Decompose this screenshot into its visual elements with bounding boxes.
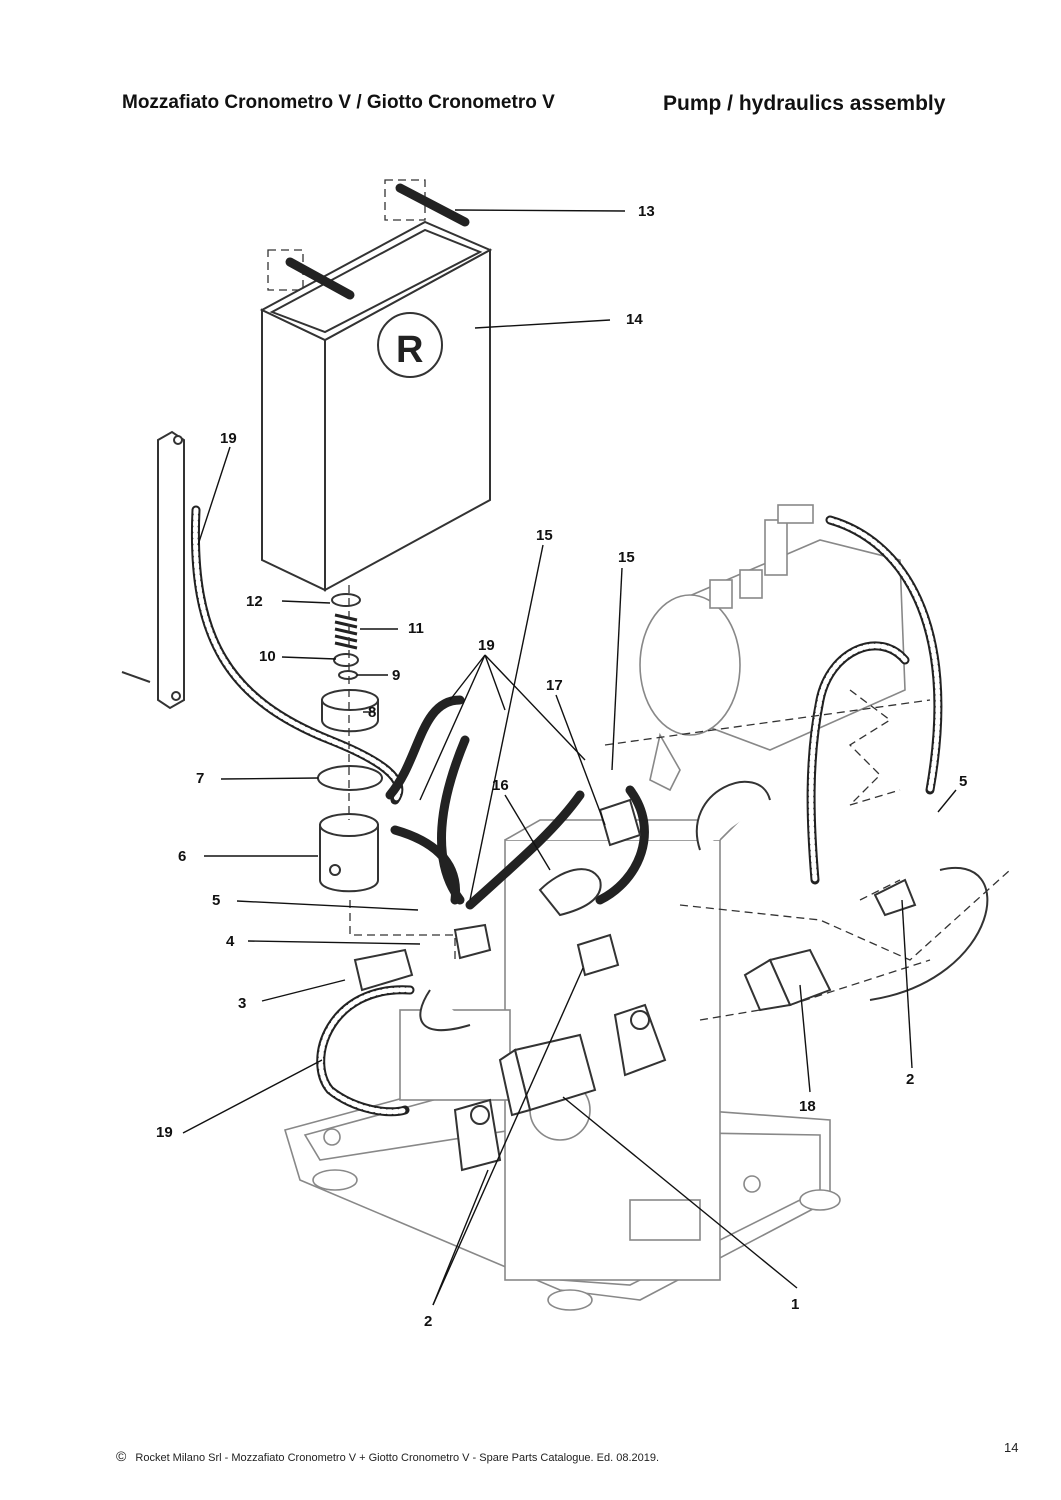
callout-13: 13 (638, 203, 655, 220)
callout-4: 4 (226, 933, 235, 950)
section-title: Pump / hydraulics assembly (663, 92, 946, 115)
hoses (190, 505, 989, 1117)
callout-15-left: 15 (536, 527, 553, 544)
callouts: 13 14 19 15 15 12 11 10 9 8 19 17 7 16 5 (156, 203, 967, 1330)
callout-5-left: 5 (212, 892, 220, 909)
callout-12: 12 (246, 593, 263, 610)
callout-17: 17 (546, 677, 563, 694)
callout-2-right: 2 (906, 1071, 914, 1088)
footer-copyright: © Rocket Milano Srl - Mozzafiato Cronome… (116, 1448, 659, 1464)
svg-text:R: R (396, 329, 423, 371)
callout-14: 14 (626, 311, 643, 328)
callout-16: 16 (492, 777, 509, 794)
callout-10: 10 (259, 648, 276, 665)
callout-6: 6 (178, 848, 186, 865)
page-number: 14 (1004, 1440, 1019, 1455)
document-model-title: Mozzafiato Cronometro V / Giotto Cronome… (122, 92, 555, 113)
callout-3: 3 (238, 995, 246, 1012)
callout-8: 8 (368, 704, 376, 721)
footer-text: Rocket Milano Srl - Mozzafiato Cronometr… (135, 1452, 660, 1464)
callout-5-right: 5 (959, 773, 967, 790)
machine-frame (283, 819, 841, 1311)
callout-19-bottom-left: 19 (156, 1124, 173, 1141)
copyright-symbol: © (116, 1448, 127, 1464)
water-reservoir: R (259, 179, 493, 592)
callout-11: 11 (408, 620, 424, 637)
callout-15-right: 15 (618, 549, 635, 566)
assembly-centerlines (604, 689, 1011, 1021)
callout-9: 9 (392, 667, 400, 684)
pump-and-valves (353, 798, 917, 1172)
callout-7: 7 (196, 770, 204, 787)
boiler (639, 504, 906, 792)
callout-18: 18 (799, 1098, 816, 1115)
callout-19-top-left: 19 (220, 430, 237, 447)
side-bracket (121, 430, 185, 710)
callout-19-center: 19 (478, 637, 495, 654)
callout-1: 1 (791, 1296, 799, 1313)
filter-assembly (317, 585, 456, 960)
support-rods (285, 183, 470, 300)
callout-2-bottom: 2 (424, 1313, 432, 1330)
